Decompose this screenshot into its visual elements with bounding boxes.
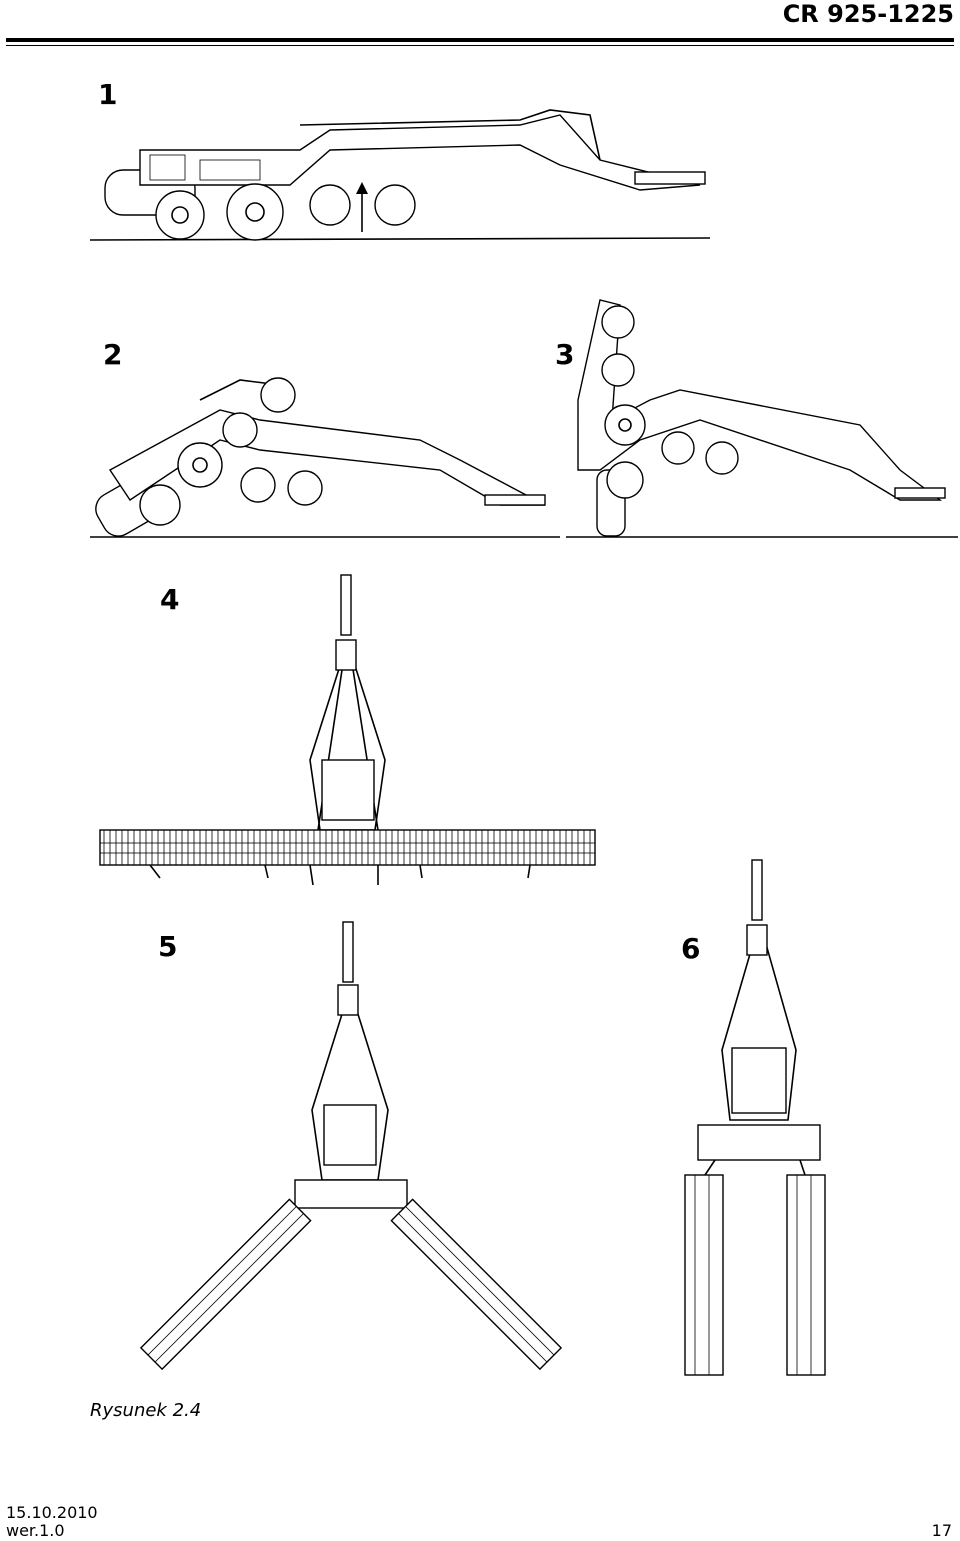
panel-number-1: 1 <box>98 78 118 111</box>
footer-date: 15.10.2010 <box>6 1503 98 1522</box>
drawing-top-view-folded <box>684 859 826 1376</box>
panel-number-3: 3 <box>555 338 575 371</box>
panel-number-6: 6 <box>681 932 701 965</box>
drawing-side-view-tilting <box>90 377 560 538</box>
header-rule <box>6 38 954 42</box>
footer-version: wer.1.0 <box>6 1521 65 1540</box>
header-rule-thin <box>6 45 954 46</box>
panel-number-5: 5 <box>158 930 178 963</box>
drawing-side-view-folded <box>566 299 958 538</box>
drawing-top-view-unfolded <box>99 574 596 886</box>
figure-caption: Rysunek 2.4 <box>90 1400 202 1421</box>
drawing-top-view-partially-folded <box>139 921 563 1371</box>
page-number: 17 <box>931 1521 952 1540</box>
drawing-side-view-working <box>89 109 711 241</box>
panel-number-4: 4 <box>160 583 180 616</box>
document-title: CR 925-1225 <box>782 0 954 28</box>
panel-number-2: 2 <box>103 338 123 371</box>
